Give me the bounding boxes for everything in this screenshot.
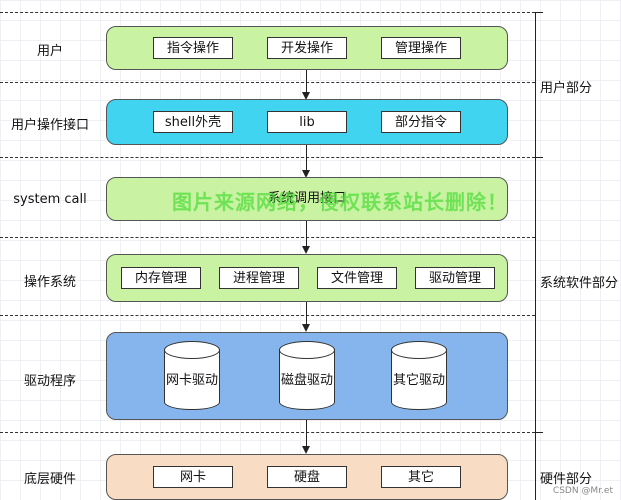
separator (0, 315, 535, 316)
watermark-text: 图片来源网络，侵权联系站长删除！ (172, 190, 508, 214)
box-system-call-interface: 系统调用接口 (267, 191, 346, 206)
separator (0, 157, 535, 158)
arrow-down (302, 145, 310, 178)
cylinder-disk-driver: 磁盘驱动 (279, 341, 335, 417)
box-shell: shell外壳 (153, 111, 233, 133)
section-label-system-software: 系统软件部分 (540, 276, 619, 291)
other-driver-label: 其它驱动 (392, 373, 445, 388)
separator (0, 82, 535, 83)
box-development-operation: 开发操作 (267, 37, 347, 59)
box-lib: lib (267, 111, 347, 133)
box-file-management: 文件管理 (317, 267, 397, 289)
box-hard-disk: 硬盘 (267, 466, 347, 488)
layer-drivers: 网卡驱动 磁盘驱动 其它驱动 (106, 332, 508, 420)
box-partial-commands: 部分指令 (381, 111, 461, 133)
section-label-hardware: 硬件部分 (540, 472, 593, 487)
layer-user: 指令操作 开发操作 管理操作 (106, 26, 508, 70)
bracket-tick (535, 12, 543, 13)
bracket-tick (535, 432, 543, 433)
separator (0, 12, 535, 13)
row-label-os: 操作系统 (23, 275, 76, 290)
row-label-system-call: system call (13, 192, 87, 207)
arrow-down (302, 420, 310, 454)
box-other-hardware: 其它 (381, 466, 461, 488)
section-bracket (535, 12, 536, 500)
section-label-user: 用户部分 (540, 81, 593, 96)
row-label-user: 用户 (36, 44, 63, 59)
corner-credit: CSDN @Mr.et (552, 486, 613, 496)
cylinder-other-driver: 其它驱动 (391, 341, 447, 417)
box-command-operation: 指令操作 (153, 37, 233, 59)
nic-driver-label: 网卡驱动 (165, 373, 218, 388)
disk-driver-label: 磁盘驱动 (280, 373, 333, 388)
row-label-hardware: 底层硬件 (23, 472, 76, 487)
arrow-down (302, 302, 310, 332)
arrow-down (302, 70, 310, 100)
separator (0, 237, 535, 238)
box-memory-management: 内存管理 (121, 267, 201, 289)
layer-hardware: 网卡 硬盘 其它 (106, 454, 508, 500)
cylinder-nic-driver: 网卡驱动 (164, 341, 220, 417)
arrow-down (302, 221, 310, 254)
box-management-operation: 管理操作 (381, 37, 461, 59)
row-label-drivers: 驱动程序 (23, 374, 76, 389)
box-nic: 网卡 (153, 466, 233, 488)
layer-user-interface: shell外壳 lib 部分指令 (106, 99, 508, 145)
bracket-tick (535, 157, 543, 158)
layer-system-call: 系统调用接口 (106, 177, 508, 221)
separator (0, 432, 535, 433)
box-driver-management: 驱动管理 (415, 267, 495, 289)
row-label-user-interface: 用户操作接口 (10, 118, 89, 133)
box-process-management: 进程管理 (219, 267, 299, 289)
layer-operating-system: 内存管理 进程管理 文件管理 驱动管理 (106, 254, 508, 302)
